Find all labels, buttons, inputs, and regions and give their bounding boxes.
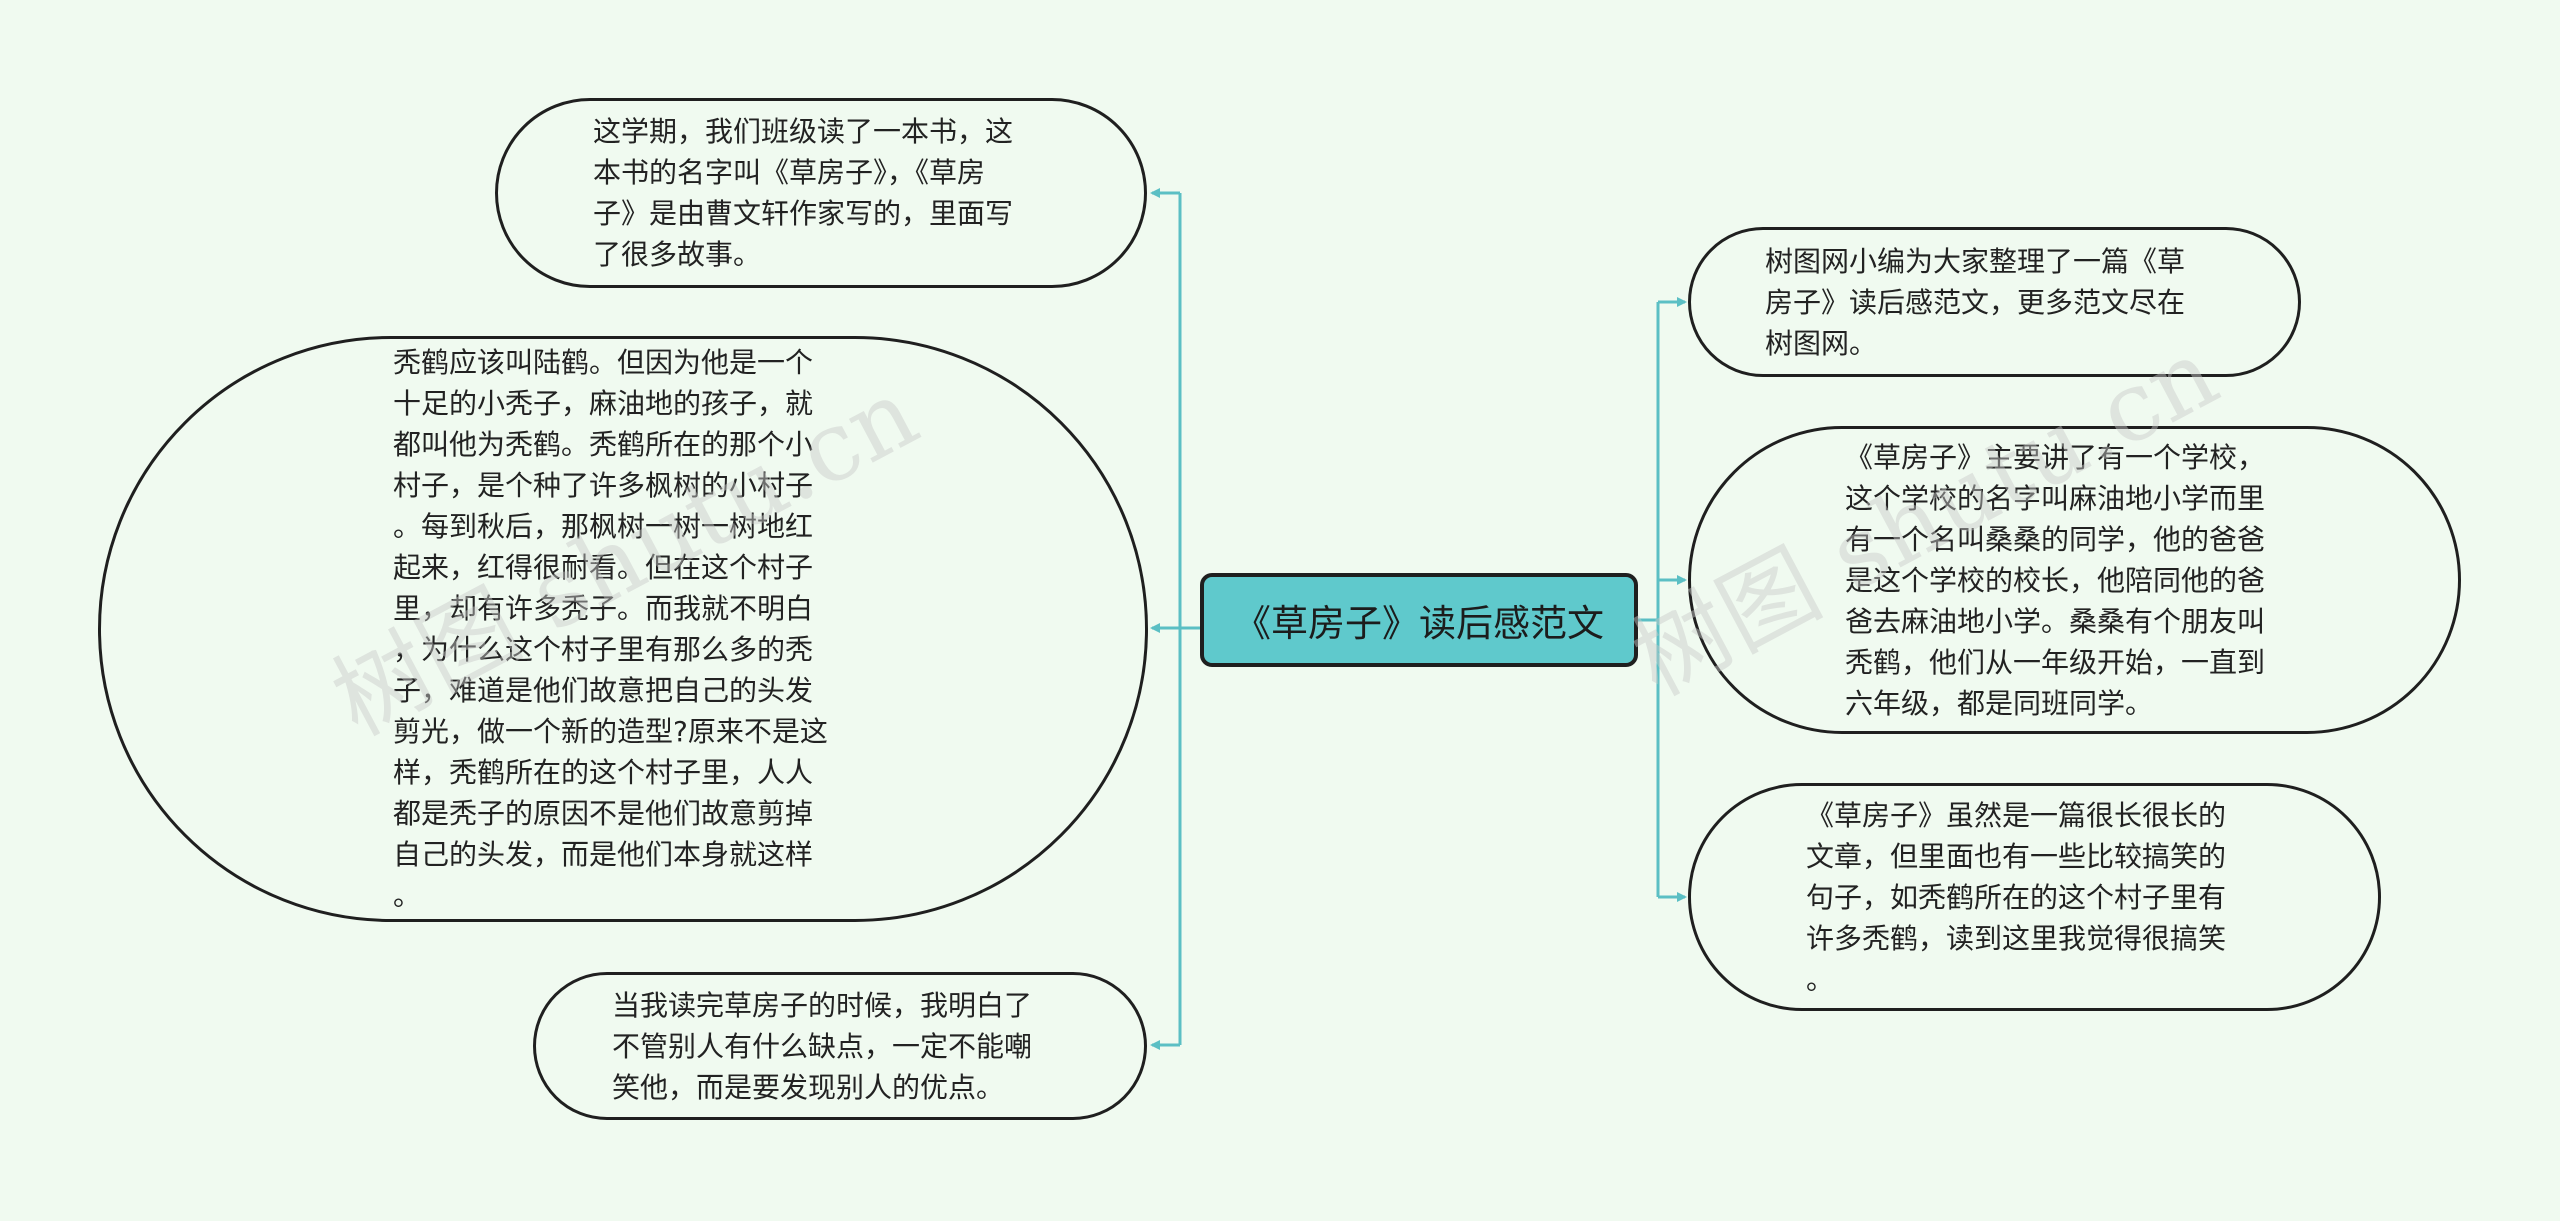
topic-node-text: 《草房子》主要讲了有一个学校， 这个学校的名字叫麻油地小学而里 有一个名叫桑桑的… (1845, 440, 2266, 720)
topic-node-left-2[interactable]: 秃鹤应该叫陆鹤。但因为他是一个 十足的小秃子，麻油地的孩子，就 都叫他为秃鹤。秃… (98, 336, 1148, 922)
topic-node-text: 当我读完草房子的时候，我明白了 不管别人有什么缺点，一定不能嘲 笑他，而是要发现… (612, 988, 1033, 1104)
topic-node-left-1[interactable]: 这学期，我们班级读了一本书，这 本书的名字叫《草房子》，《草房 子》是由曹文轩作… (495, 98, 1147, 288)
central-topic[interactable]: 《草房子》读后感范文 (1200, 573, 1638, 667)
topic-node-right-2[interactable]: 《草房子》主要讲了有一个学校， 这个学校的名字叫麻油地小学而里 有一个名叫桑桑的… (1688, 426, 2461, 734)
topic-node-right-1[interactable]: 树图网小编为大家整理了一篇《草 房子》读后感范文，更多范文尽在 树图网。 (1688, 227, 2301, 377)
central-topic-title: 《草房子》读后感范文 (1234, 602, 1604, 645)
topic-node-text: 树图网小编为大家整理了一篇《草 房子》读后感范文，更多范文尽在 树图网。 (1765, 244, 2186, 360)
topic-node-left-3[interactable]: 当我读完草房子的时候，我明白了 不管别人有什么缺点，一定不能嘲 笑他，而是要发现… (533, 972, 1147, 1120)
topic-node-text: 这学期，我们班级读了一本书，这 本书的名字叫《草房子》，《草房 子》是由曹文轩作… (593, 115, 1014, 271)
topic-node-text: 《草房子》虽然是一篇很长很长的 文章，但里面也有一些比较搞笑的 句子，如秃鹤所在… (1806, 798, 2227, 996)
topic-node-text: 秃鹤应该叫陆鹤。但因为他是一个 十足的小秃子，麻油地的孩子，就 都叫他为秃鹤。秃… (393, 346, 828, 912)
topic-node-right-3[interactable]: 《草房子》虽然是一篇很长很长的 文章，但里面也有一些比较搞笑的 句子，如秃鹤所在… (1688, 783, 2381, 1011)
